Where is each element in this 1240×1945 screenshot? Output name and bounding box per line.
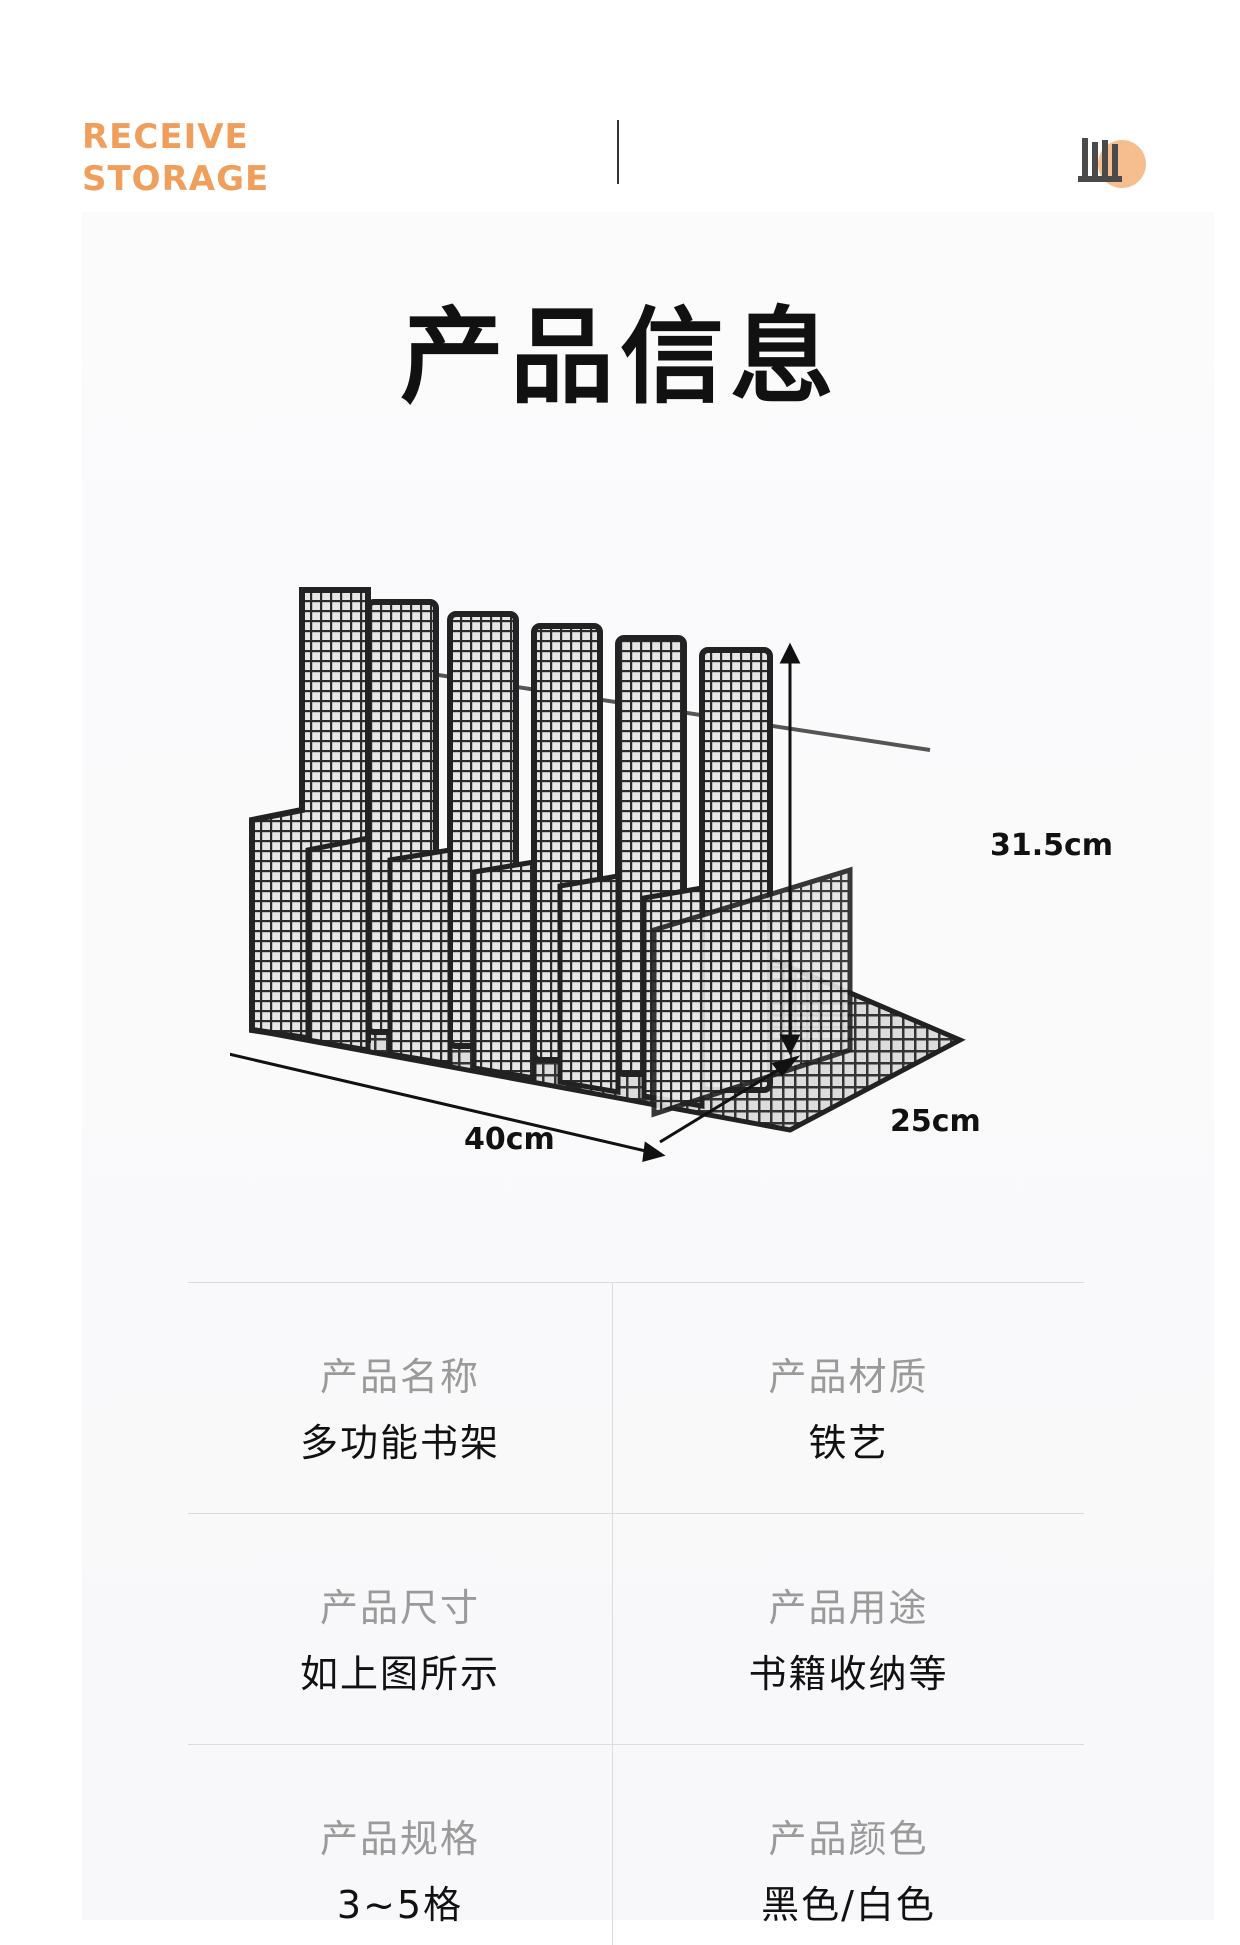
spec-row: 产品名称 多功能书架 产品材质 铁艺	[188, 1282, 1084, 1513]
brand-line-1: RECEIVE	[82, 117, 249, 157]
spec-value: 黑色/白色	[761, 1883, 936, 1927]
spec-row: 产品规格 3~5格 产品颜色 黑色/白色	[188, 1744, 1084, 1945]
spec-value: 书籍收纳等	[748, 1652, 949, 1696]
spec-cell: 产品尺寸 如上图所示	[188, 1514, 612, 1696]
spec-key: 产品颜色	[768, 1817, 929, 1861]
spec-cell: 产品用途 书籍收纳等	[613, 1514, 1084, 1696]
length-dimension-label: 40cm	[464, 1122, 555, 1157]
spec-cell: 产品颜色 黑色/白色	[613, 1745, 1084, 1927]
page-title: 产品信息	[399, 296, 840, 418]
spec-cell: 产品规格 3~5格	[188, 1745, 612, 1927]
height-dimension-label: 31.5cm	[990, 828, 1114, 863]
depth-dimension-label: 25cm	[890, 1104, 981, 1139]
spec-key: 产品材质	[768, 1355, 929, 1399]
bookshelf-illustration	[230, 587, 966, 1163]
spec-key: 产品规格	[319, 1817, 480, 1861]
spec-key: 产品名称	[319, 1355, 480, 1399]
brand-line-2: STORAGE	[82, 159, 270, 199]
brand-text: RECEIVE STORAGE	[82, 116, 269, 200]
header-divider	[617, 120, 619, 184]
spec-value: 铁艺	[808, 1421, 889, 1465]
spec-divider	[612, 1283, 613, 1513]
spec-row: 产品尺寸 如上图所示 产品用途 书籍收纳等	[188, 1513, 1084, 1744]
spec-cell: 产品名称 多功能书架	[188, 1283, 612, 1465]
spec-key: 产品用途	[768, 1586, 929, 1630]
bookshelf-logo-icon	[1078, 138, 1146, 188]
spec-value: 多功能书架	[299, 1421, 500, 1465]
spec-table: 产品名称 多功能书架 产品材质 铁艺 产品尺寸 如上图所示 产品用途 书籍收纳等…	[188, 1282, 1084, 1945]
spec-value: 3~5格	[336, 1883, 464, 1927]
spec-divider	[612, 1514, 613, 1744]
spec-value: 如上图所示	[299, 1652, 500, 1696]
spec-divider	[612, 1745, 613, 1945]
spec-key: 产品尺寸	[319, 1586, 480, 1630]
spec-cell: 产品材质 铁艺	[613, 1283, 1084, 1465]
